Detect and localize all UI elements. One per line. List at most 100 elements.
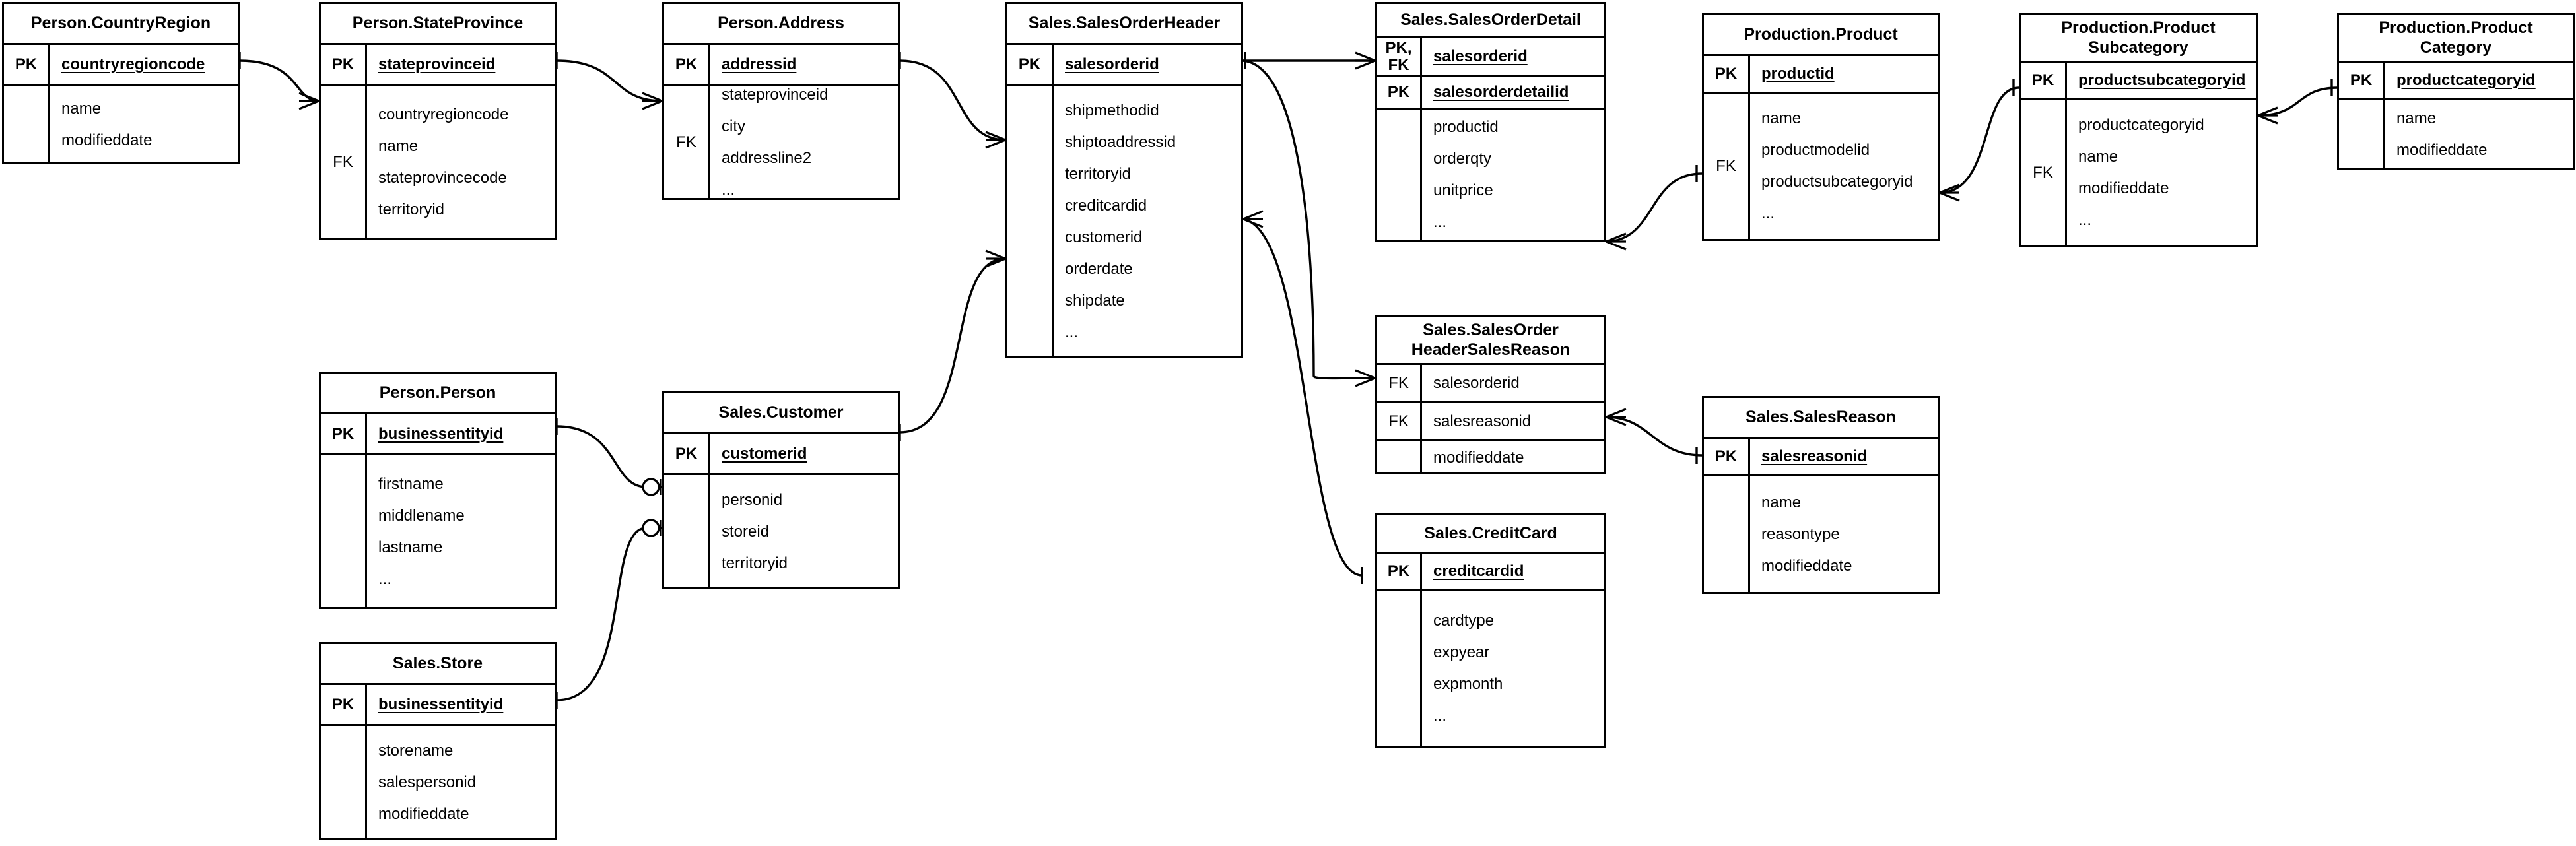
attribute-group: PK salesorderid [1007,45,1241,86]
attribute: productcategoryid [2078,116,2204,134]
attribute-name-cell: salesreasonid [1422,403,1604,439]
key-marker-cell: FK [1704,94,1750,239]
key-marker-cell [1377,591,1422,746]
primary-key-attribute: customerid [722,444,807,463]
attribute: shiptoaddressid [1065,133,1176,151]
primary-key-attribute: stateprovinceid [378,55,496,73]
entity-title: Person.Person [321,374,555,414]
attribute-group: PK creditcardid [1377,554,1604,591]
attribute-name-cell: salesorderid [1054,45,1241,84]
key-marker-cell [1007,86,1054,358]
entity-title: Person.Address [664,4,898,45]
key-marker-cell [1377,441,1422,474]
attribute: countryregioncode [378,106,509,123]
attribute: addressline2 [722,149,812,167]
attribute: orderdate [1065,260,1133,278]
attribute: salespersonid [378,773,477,791]
key-marker: PK [331,55,355,73]
attribute: ... [722,181,735,199]
attribute: personid [722,491,783,509]
entity-title: Sales.Customer [664,393,898,434]
key-marker-cell: PK,FK [1377,38,1422,75]
key-marker-cell: PK [2339,63,2385,98]
key-marker: FK [2033,164,2053,182]
attribute: salesorderid [1433,374,1520,392]
attribute-name-cell: productid [1750,56,1938,92]
attribute: ... [1761,205,1775,222]
attribute: ... [1433,212,1447,231]
attribute-group: FK salesorderid [1377,365,1604,403]
attribute-name-cell: modifieddate [1422,441,1604,474]
attribute: modifieddate [2396,141,2488,159]
attribute: firstname [378,475,444,493]
key-marker-cell: PK [1704,439,1750,474]
key-marker-cell [4,86,50,163]
entity-title: Sales.SalesOrderHeader [1007,4,1241,45]
key-marker-cell: PK [321,45,367,84]
key-marker-cell: FK [321,86,367,239]
attribute-name-cell: addressid [710,45,898,84]
attribute: cardtype [1433,612,1495,630]
attribute: name [1761,110,1802,127]
key-marker: PK [1018,55,1041,73]
attribute: storename [378,742,454,760]
attribute-name-cell: creditcardid [1422,554,1604,589]
attribute: modifieddate [1761,556,1852,575]
key-marker: PK [2031,71,2054,90]
primary-key-attribute: businessentityid [378,695,504,713]
attribute: salesreasonid [1433,412,1532,430]
key-marker: FK [1388,374,1409,392]
attribute-name-cell: countryregioncode [50,45,238,84]
entity-title: Sales.SalesReason [1704,398,1938,439]
attribute: name [378,137,419,155]
attribute-name-cell: salesreasonid [1750,439,1938,474]
key-marker: PK [2350,71,2373,90]
entity-title: Sales.SalesOrder HeaderSalesReason [1377,317,1604,365]
attribute: expyear [1433,643,1490,661]
entity-title: Sales.CreditCard [1377,515,1604,554]
key-marker: PK [675,55,698,73]
primary-key-attribute: salesorderdetailid [1433,82,1569,101]
primary-key-attribute: creditcardid [1433,562,1524,580]
key-marker-cell: PK [664,45,710,84]
rel-store-customer [556,527,647,701]
key-marker: PK [1387,562,1410,581]
primary-key-attribute: addressid [722,55,797,73]
key-marker-cell [321,455,367,608]
key-marker-cell: PK [1704,56,1750,92]
attribute: city [722,117,745,135]
